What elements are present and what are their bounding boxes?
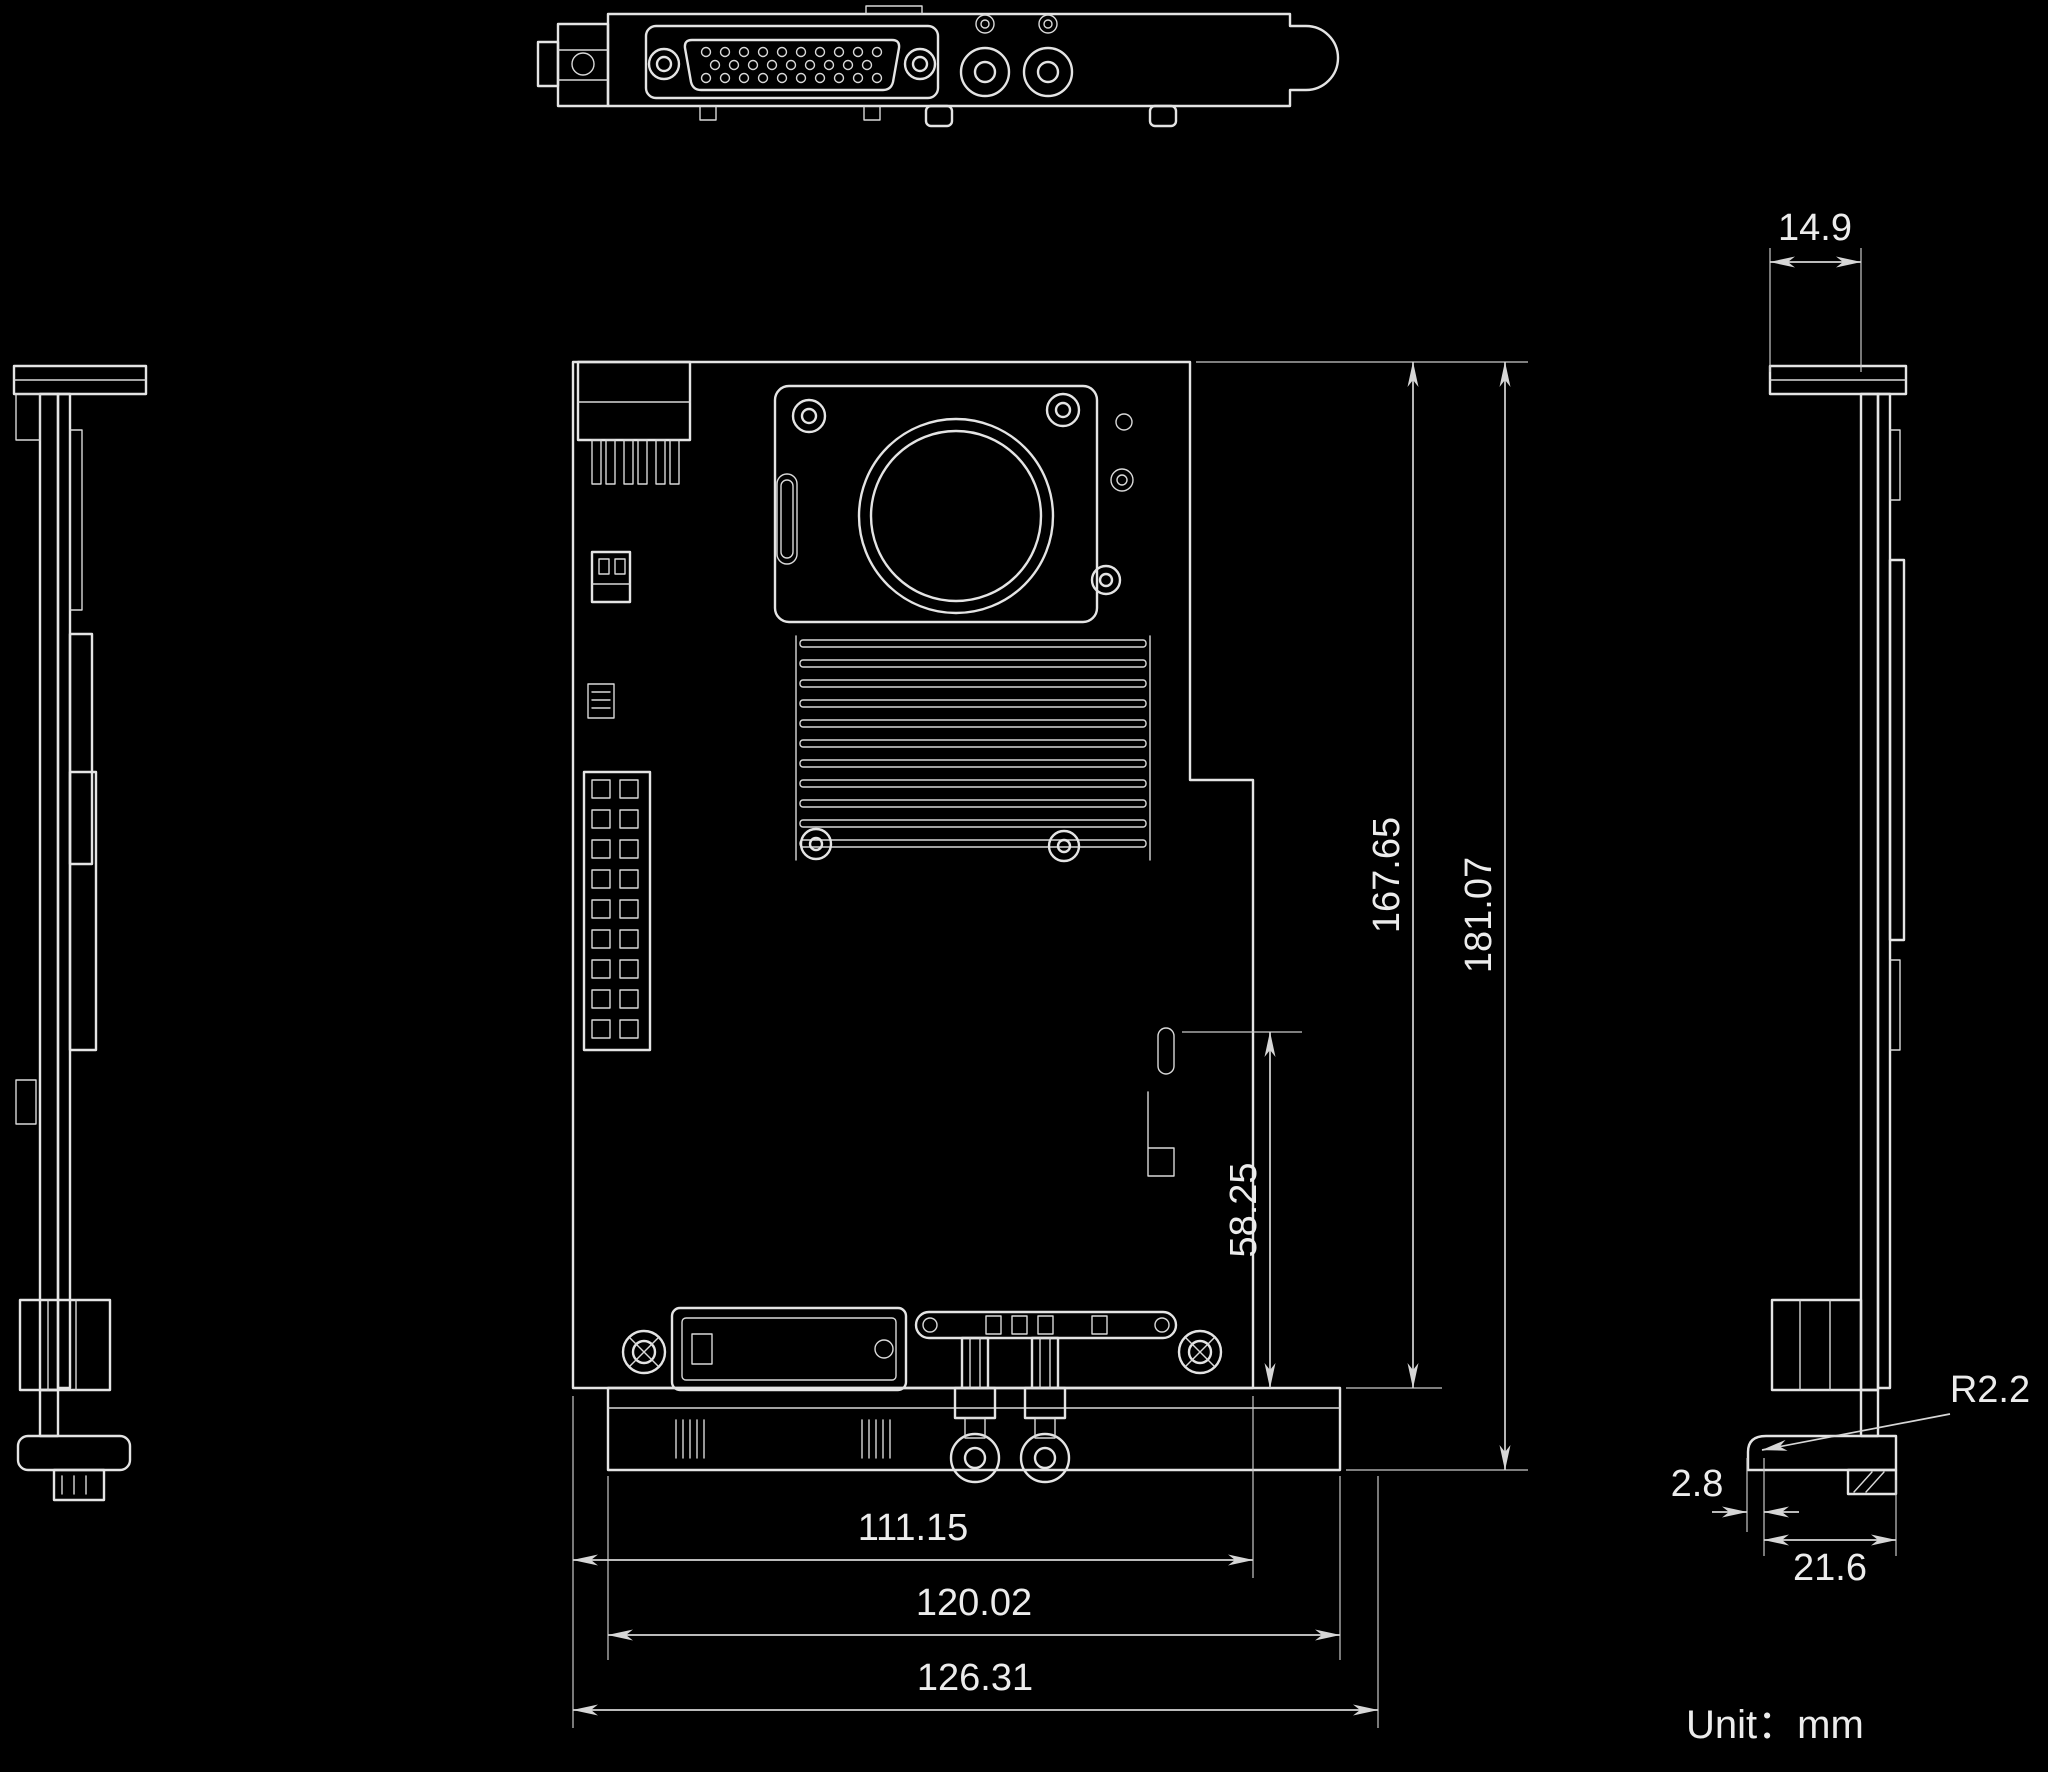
dim-foot-lip: 2.8 [1671,1463,1724,1505]
screw-left [621,1329,667,1375]
bracket-details [557,5,923,121]
dvi-connector-rear [670,1306,908,1392]
screw-right-cross [1185,1337,1215,1367]
lens-circle [857,417,1055,615]
unit-label: Unit：mm [1686,1703,1864,1747]
bnc-connector-left [949,1336,1001,1484]
left-profile-details [13,379,147,1495]
heatsink-screws [799,827,1081,863]
pcb-outline [571,360,1255,1390]
dim-pcb-width: 111.15 [858,1507,969,1549]
dim-pcb-height: 167.65 [1366,817,1408,933]
main-view [571,360,1342,1484]
fan-header-pins [577,401,691,485]
heatsink-fins [795,635,1151,861]
edge-features [1147,1027,1175,1177]
left-side-view [12,364,148,1502]
pin-header-pins [591,779,639,1039]
indicator-leds [975,14,1058,34]
right-side-view [1746,364,1908,1496]
dim-overall-height: 181.07 [1458,857,1500,973]
camera-module [773,384,1122,624]
dip-switch [590,550,632,604]
top-view [536,5,1340,128]
bnc-connector-right [1019,1336,1071,1484]
dim-bracket-width: 120.02 [916,1582,1032,1624]
right-profile-details [1769,379,1907,1493]
camera-module-details [776,413,1134,565]
right-profile [1746,364,1908,1496]
dim-side-depth: 21.6 [1793,1547,1867,1589]
dvi-pins [700,46,883,84]
left-profile [12,364,148,1502]
screw-left-cross [629,1337,659,1367]
dim-notch-height: 58.25 [1223,1162,1265,1257]
dimension-lines [572,256,1951,1716]
extension-lines [572,248,1897,1728]
bracket-band [606,1386,1342,1472]
fan-header [576,360,692,442]
dim-corner-radius: R2.2 [1950,1369,2030,1411]
bnc-connectors-top [959,46,1074,98]
dimensions: 14.9 167.65 181.07 58.25 111.15 120.02 1… [572,207,2030,1747]
dip-switch-details [591,558,631,585]
dvi-connector [644,24,940,100]
sticker-label [587,683,615,719]
screw-right [1177,1329,1223,1375]
dvi-connector-rear-details [681,1317,897,1381]
bracket-outline [536,12,1340,128]
pin-header [582,770,652,1052]
bracket-foot [1746,1434,1898,1472]
dim-connector-protrusion: 14.9 [1778,207,1852,249]
radius-leader [1761,1413,1951,1451]
bracket-band-details [607,1407,1341,1459]
dim-overall-width: 126.31 [917,1657,1033,1699]
retainer-bar-details [922,1315,1170,1335]
bnc-stem-details [964,1337,1056,1439]
